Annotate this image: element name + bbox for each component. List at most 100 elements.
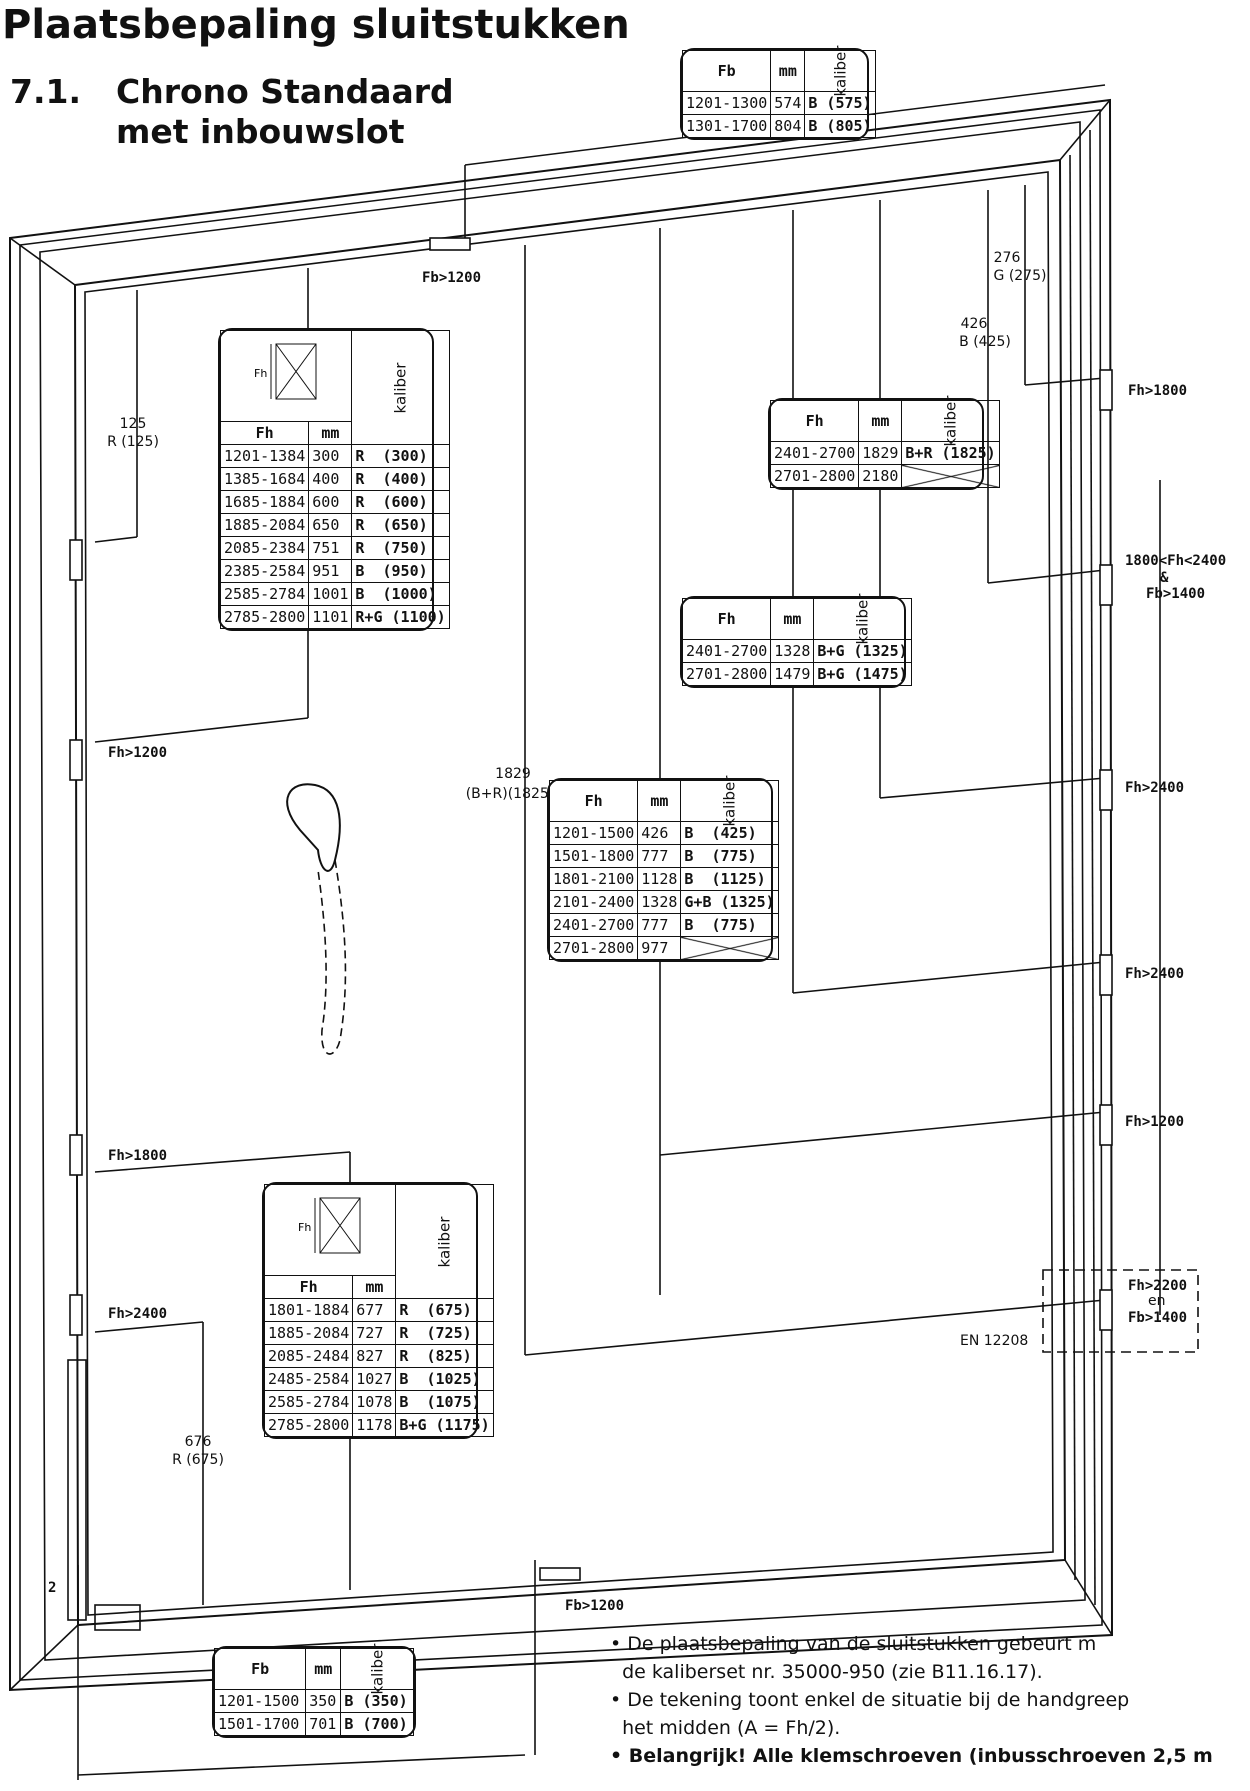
mm-cell: 2180 [858, 464, 903, 488]
cond-range-line2: & [1160, 570, 1169, 586]
mm-cell: 951 [308, 559, 353, 583]
range-cell: 2085-2384 [219, 536, 310, 560]
range-cell: 2101-2400 [548, 890, 639, 914]
cond-fh1800-right: Fh>1800 [1128, 383, 1187, 399]
kaliber-cell: B+G (1325) [813, 639, 912, 663]
col-fh: Fh [219, 421, 310, 445]
col-kaliber: kaliber [901, 396, 1000, 446]
keeper-right-1 [1099, 369, 1113, 411]
mm-cell: 804 [770, 114, 806, 138]
mm-cell: 1128 [637, 867, 682, 891]
keeper-right-2 [1099, 564, 1113, 606]
notes: • De plaatsbepaling van de sluitstukken … [610, 1630, 1250, 1770]
section-title-line1: Chrono Standaard [116, 72, 454, 111]
range-cell: 2085-2484 [263, 1344, 354, 1368]
mm-cell: 827 [352, 1344, 397, 1368]
kaliber-cell: B (1025) [395, 1367, 494, 1391]
range-cell: 1201-1500 [548, 821, 639, 845]
col-mm: mm [858, 400, 903, 442]
kaliber-cell: B+G (1475) [813, 662, 912, 686]
kaliber-cell: G+B (1325) [680, 890, 779, 914]
col-mm: mm [770, 598, 815, 640]
mm-cell: 1829 [858, 441, 903, 465]
range-cell: 1201-1384 [219, 444, 310, 468]
norm-label: EN 12208 [960, 1333, 1028, 1349]
kaliber-cell [680, 936, 779, 960]
kaliber-cell: B (350) [340, 1689, 414, 1713]
mm-cell: 777 [637, 913, 682, 937]
mm-cell: 600 [308, 490, 353, 514]
kaliber-cell: B+R (1825) [901, 441, 1000, 465]
keeper-right-5 [1099, 1104, 1113, 1146]
mm-cell: 650 [308, 513, 353, 537]
range-cell: 1801-2100 [548, 867, 639, 891]
range-cell: 2401-2700 [548, 913, 639, 937]
keeper-right-4 [1099, 954, 1113, 996]
note-line: • De plaatsbepaling van de sluitstukken … [610, 1633, 1097, 1655]
range-cell: 1385-1684 [219, 467, 310, 491]
note-line: de kaliberset nr. 35000-950 (zie B11.16.… [610, 1661, 1043, 1683]
kaliber-cell: R (675) [395, 1298, 494, 1322]
col-kaliber: kaliber [804, 46, 876, 96]
col-mm: mm [770, 50, 806, 92]
kaliber-cell: R (400) [351, 467, 450, 491]
keeper-left-3 [69, 1134, 83, 1176]
note-line: het midden (A = Fh/2). [610, 1717, 841, 1739]
keeper-right-6 [1099, 1289, 1113, 1331]
col-kaliber: kaliber [813, 594, 912, 644]
section-number: 7.1. [10, 72, 81, 111]
svg-text:Fh: Fh [298, 1221, 311, 1234]
kaliber-cell: B (775) [680, 844, 779, 868]
col-kaliber: kaliber [340, 1644, 414, 1694]
col-kaliber: kaliber [395, 1184, 494, 1299]
cond-top-fb1200: Fb>1200 [422, 270, 481, 286]
keeper-left-4 [69, 1294, 83, 1336]
cond-range-line1: 1800<Fh<2400 [1125, 553, 1226, 569]
dim-676-value: 676 [185, 1434, 212, 1450]
dim-426-kaliber: B (425) [959, 334, 1011, 350]
range-cell: 1201-1300 [681, 91, 772, 115]
col-fh: Fh [769, 400, 860, 442]
range-cell: 2701-2800 [769, 464, 860, 488]
dim-426-value: 426 [961, 316, 988, 332]
section-title-line2: met inbouwslot [116, 112, 405, 151]
col-fh: Fh [548, 780, 639, 822]
cond-fh2200: Fh>2200 [1128, 1278, 1187, 1294]
mm-cell: 1101 [308, 605, 353, 629]
cond-en: en [1148, 1293, 1166, 1309]
kaliber-cell: R (650) [351, 513, 450, 537]
kaliber-cell: R (600) [351, 490, 450, 514]
kaliber-cell: B+G (1175) [395, 1413, 494, 1437]
dim-276-value: 276 [994, 250, 1021, 266]
fh-diagram-icon: Fh [263, 1184, 397, 1276]
cond-fh1200-right: Fh>1200 [1125, 1114, 1184, 1130]
keeper-left-2 [69, 739, 83, 781]
kaliber-cell: B (425) [680, 821, 779, 845]
col-kaliber: kaliber [351, 330, 450, 445]
kaliber-cell: B (1075) [395, 1390, 494, 1414]
dim-1829-kaliber: (B+R)(1825) [466, 786, 555, 802]
range-cell: 1885-2084 [219, 513, 310, 537]
dim-1829-value: 1829 [495, 766, 531, 782]
range-cell: 1885-2084 [263, 1321, 354, 1345]
dim-2: 2 [48, 1580, 56, 1596]
